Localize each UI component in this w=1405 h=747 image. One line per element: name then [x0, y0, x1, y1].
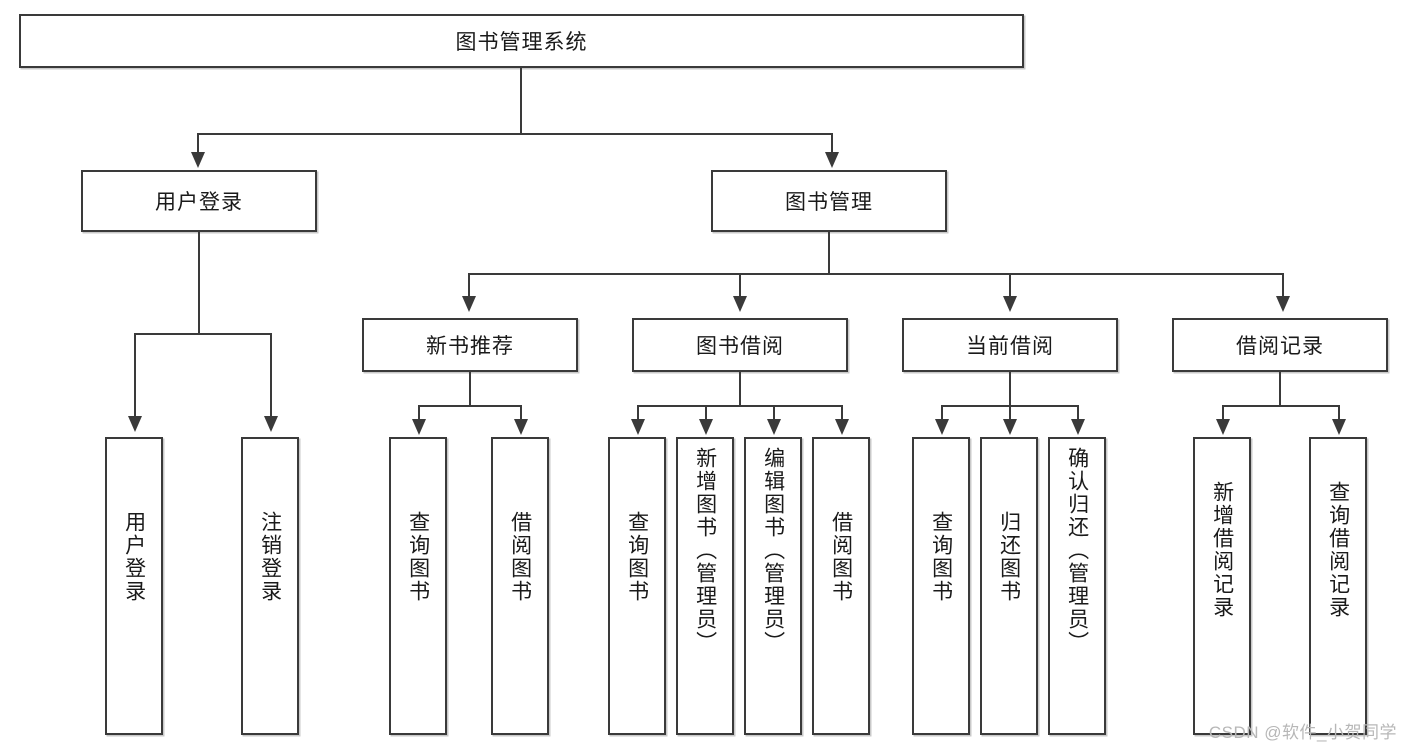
connector-new-book-drop-1 [418, 405, 420, 421]
arrow-icon-bb-leaf-3 [767, 419, 781, 435]
arrow-icon-user-login-leaf-2 [264, 416, 278, 432]
connector-br-drop-2 [1338, 405, 1340, 421]
leaf-label: 查询图书 [929, 511, 953, 603]
leaf-label: 确认归还（管理员） [1065, 447, 1089, 654]
leaf-label: 用户登录 [122, 511, 146, 603]
connector-br-drop-1 [1222, 405, 1224, 421]
arrow-icon-br-leaf-1 [1216, 419, 1230, 435]
connector-bb-drop-2 [705, 405, 707, 421]
connector-bb-drop-4 [841, 405, 843, 421]
node-label: 图书管理系统 [455, 31, 588, 54]
leaf-query-book-current[interactable]: 查询图书 [912, 437, 970, 735]
node-book-management[interactable]: 图书管理 [711, 170, 947, 232]
leaf-label: 借阅图书 [508, 511, 532, 603]
connector-bm-drop-3 [1009, 273, 1011, 299]
node-current-borrow[interactable]: 当前借阅 [902, 318, 1118, 372]
arrow-icon-to-borrow-record [1276, 296, 1290, 312]
node-new-book-recommend[interactable]: 新书推荐 [362, 318, 578, 372]
leaf-logout[interactable]: 注销登录 [241, 437, 299, 735]
connector-bm-drop-4 [1282, 273, 1284, 299]
leaf-label: 查询图书 [406, 511, 430, 603]
connector-root-drop-right [831, 133, 833, 155]
leaf-edit-book-admin[interactable]: 编辑图书（管理员） [744, 437, 802, 735]
leaf-label: 新增借阅记录 [1210, 481, 1234, 619]
connector-book-management-stem [828, 232, 830, 274]
connector-user-login-stem [198, 232, 200, 334]
connector-new-book-bus [418, 405, 522, 407]
leaf-label: 查询图书 [625, 511, 649, 603]
node-label: 图书借阅 [696, 335, 784, 358]
connector-cb-drop-2 [1009, 405, 1011, 421]
node-label: 用户登录 [155, 191, 243, 214]
connector-root-bus [197, 133, 833, 135]
node-label: 借阅记录 [1236, 335, 1324, 358]
connector-bb-drop-1 [637, 405, 639, 421]
leaf-query-borrow-record[interactable]: 查询借阅记录 [1309, 437, 1367, 735]
connector-root-drop-left [197, 133, 199, 155]
arrow-icon-user-login-leaf-1 [128, 416, 142, 432]
connector-book-borrow-stem [739, 372, 741, 406]
connector-book-management-bus [468, 273, 1284, 275]
leaf-query-book-borrow[interactable]: 查询图书 [608, 437, 666, 735]
arrow-icon-bb-leaf-2 [699, 419, 713, 435]
arrow-icon-bb-leaf-1 [631, 419, 645, 435]
leaf-query-book-new[interactable]: 查询图书 [389, 437, 447, 735]
connector-new-book-drop-2 [520, 405, 522, 421]
connector-user-login-bus [134, 333, 272, 335]
arrow-icon-to-current-borrow [1003, 296, 1017, 312]
connector-book-borrow-bus [637, 405, 843, 407]
node-book-borrow[interactable]: 图书借阅 [632, 318, 848, 372]
arrow-icon-cb-leaf-1 [935, 419, 949, 435]
leaf-borrow-book[interactable]: 借阅图书 [812, 437, 870, 735]
arrow-icon-new-book-leaf-2 [514, 419, 528, 435]
leaf-add-book-admin[interactable]: 新增图书（管理员） [676, 437, 734, 735]
leaf-label: 注销登录 [258, 511, 282, 603]
connector-new-book-stem [469, 372, 471, 406]
leaf-user-login[interactable]: 用户登录 [105, 437, 163, 735]
arrow-icon-new-book-leaf-1 [412, 419, 426, 435]
arrow-icon-br-leaf-2 [1332, 419, 1346, 435]
arrow-icon-cb-leaf-2 [1003, 419, 1017, 435]
leaf-label: 编辑图书（管理员） [761, 447, 785, 654]
arrow-icon-to-new-book [462, 296, 476, 312]
leaf-confirm-return-admin[interactable]: 确认归还（管理员） [1048, 437, 1106, 735]
node-root-book-management-system[interactable]: 图书管理系统 [19, 14, 1024, 68]
node-label: 当前借阅 [966, 335, 1054, 358]
connector-bb-drop-3 [773, 405, 775, 421]
connector-cb-drop-3 [1077, 405, 1079, 421]
connector-borrow-record-stem [1279, 372, 1281, 406]
node-label: 图书管理 [785, 191, 873, 214]
leaf-label: 新增图书（管理员） [693, 447, 717, 654]
connector-user-login-drop-1 [134, 333, 136, 419]
arrow-icon-to-book-management [825, 152, 839, 168]
connector-cb-drop-1 [941, 405, 943, 421]
leaf-label: 借阅图书 [829, 511, 853, 603]
leaf-label: 归还图书 [997, 511, 1021, 603]
connector-user-login-drop-2 [270, 333, 272, 419]
arrow-icon-to-book-borrow [733, 296, 747, 312]
arrow-icon-to-user-login [191, 152, 205, 168]
node-borrow-record[interactable]: 借阅记录 [1172, 318, 1388, 372]
connector-root-stem [520, 68, 522, 134]
connector-current-borrow-stem [1009, 372, 1011, 406]
connector-bm-drop-1 [468, 273, 470, 299]
arrow-icon-bb-leaf-4 [835, 419, 849, 435]
arrow-icon-cb-leaf-3 [1071, 419, 1085, 435]
node-label: 新书推荐 [426, 335, 514, 358]
leaf-return-book[interactable]: 归还图书 [980, 437, 1038, 735]
connector-bm-drop-2 [739, 273, 741, 299]
leaf-add-borrow-record[interactable]: 新增借阅记录 [1193, 437, 1251, 735]
leaf-label: 查询借阅记录 [1326, 481, 1350, 619]
node-user-login[interactable]: 用户登录 [81, 170, 317, 232]
connector-borrow-record-bus [1222, 405, 1338, 407]
leaf-borrow-book-new[interactable]: 借阅图书 [491, 437, 549, 735]
